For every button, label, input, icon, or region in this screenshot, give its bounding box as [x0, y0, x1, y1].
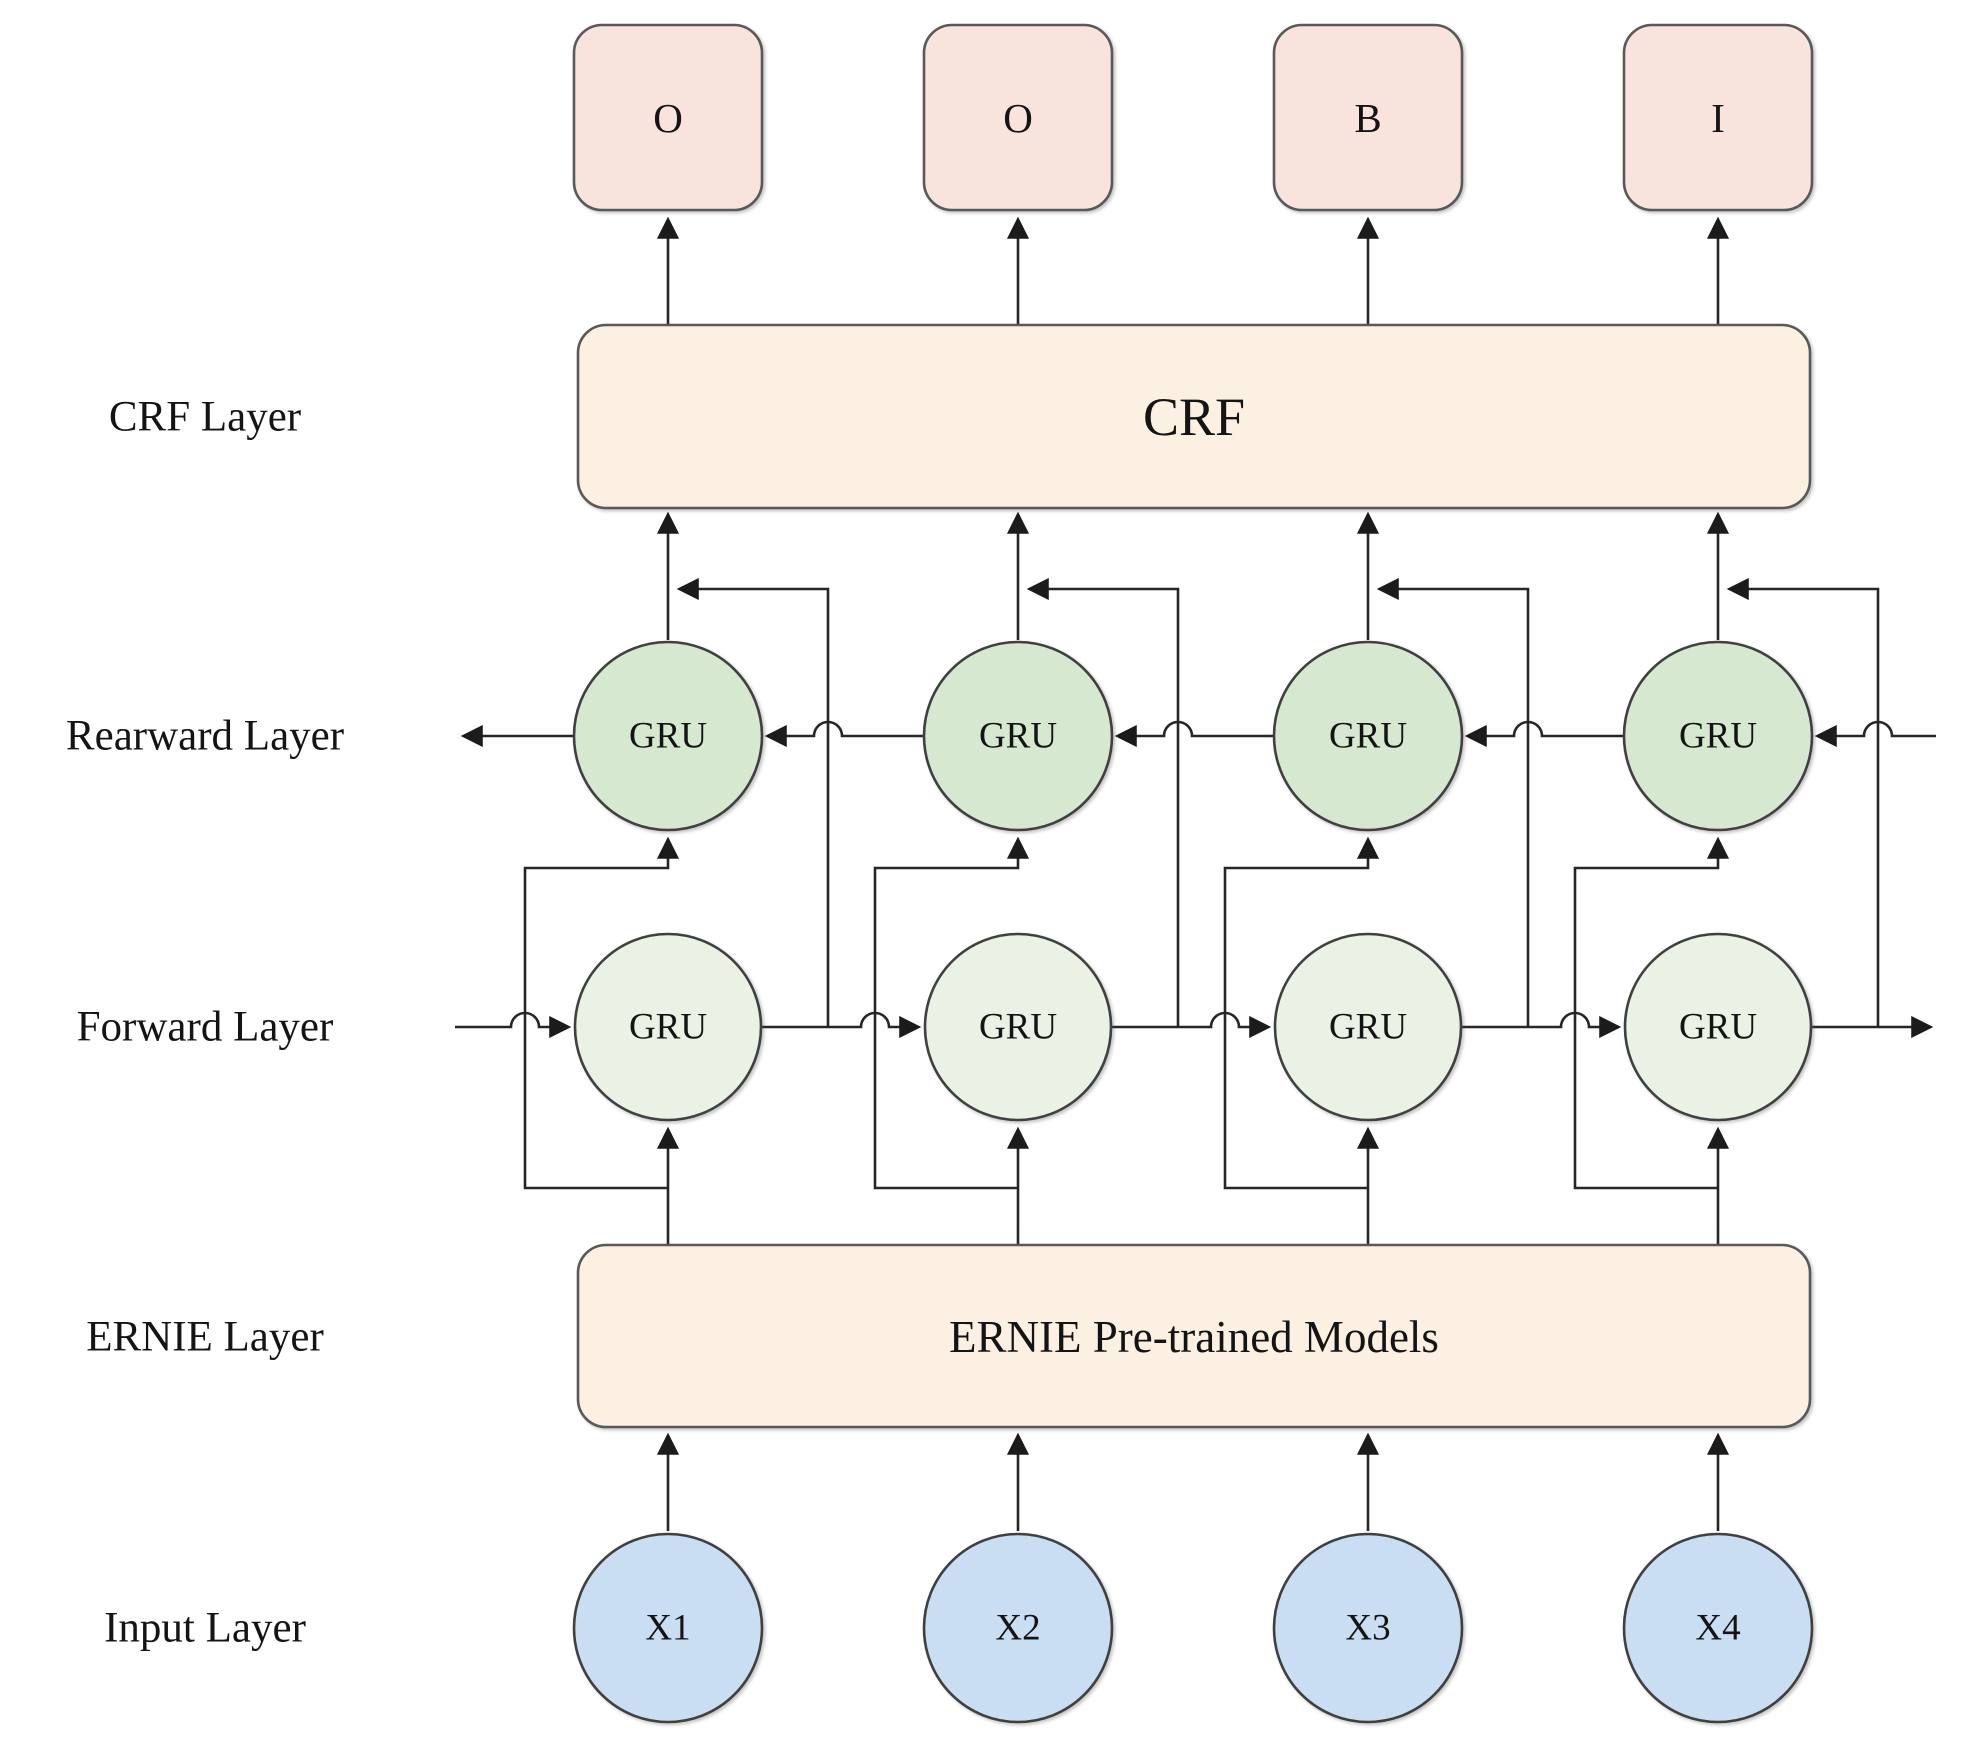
- forward-gru-circle-2: [923, 932, 1113, 1122]
- rearward-gru-circle-4: [1622, 640, 1814, 832]
- forward-gru-circle-3: [1273, 932, 1463, 1122]
- crf-box: CRF: [576, 323, 1812, 510]
- ernie-box: ERNIE Pre-trained Models: [576, 1243, 1812, 1429]
- input-node-4: X4: [1622, 1532, 1814, 1724]
- output-tag-1: O: [572, 23, 764, 212]
- rearward-chain-segment-2to1: [764, 720, 924, 748]
- input-node-label-2: X2: [995, 1608, 1040, 1649]
- output-tag-2: O: [922, 23, 1114, 212]
- rearward-chain-segment-3to2: [1114, 720, 1274, 748]
- ernie-to-rearward-branch-4: [1573, 836, 1730, 1190]
- rearward-gru-circle-1: [572, 640, 764, 832]
- rearward-gru-label-3: GRU: [1329, 716, 1407, 757]
- input-node-circle-4: [1622, 1532, 1814, 1724]
- forward-chain-segment-3to4: [1462, 1011, 1622, 1039]
- forward-gru-label-2: GRU: [979, 1007, 1057, 1048]
- ernie-to-rearward-branch-3: [1223, 836, 1380, 1190]
- layer-label-crf: CRF Layer: [109, 394, 301, 441]
- layer-label-rearward: Rearward Layer: [66, 713, 344, 760]
- input-node-label-1: X1: [645, 1608, 690, 1649]
- forward-output-riser-1: [676, 577, 830, 1027]
- output-tag-label-3: B: [1354, 95, 1381, 141]
- output-tag-box-4: [1622, 23, 1814, 212]
- input-node-label-4: X4: [1695, 1608, 1740, 1649]
- rearward-gru-circle-2: [922, 640, 1114, 832]
- layer-label-forward: Forward Layer: [77, 1004, 334, 1051]
- crf-box-label: CRF: [1143, 387, 1245, 447]
- input-node-label-3: X3: [1345, 1608, 1390, 1649]
- forward-gru-4: GRU: [1623, 932, 1813, 1122]
- forward-output-riser-2: [1026, 577, 1180, 1027]
- layer-label-input: Input Layer: [104, 1605, 306, 1652]
- forward-gru-1: GRU: [573, 932, 763, 1122]
- rearward-gru-label-1: GRU: [629, 716, 707, 757]
- forward-gru-label-4: GRU: [1679, 1007, 1757, 1048]
- output-tag-label-2: O: [1003, 95, 1033, 141]
- output-tag-label-1: O: [653, 95, 683, 141]
- forward-chain-segment-2to3: [1112, 1011, 1272, 1039]
- output-tag-4: I: [1622, 23, 1814, 212]
- rearward-gru-4: GRU: [1622, 640, 1814, 832]
- forward-gru-2: GRU: [923, 932, 1113, 1122]
- input-node-3: X3: [1272, 1532, 1464, 1724]
- layer-label-ernie: ERNIE Layer: [86, 1314, 324, 1361]
- forward-gru-label-3: GRU: [1329, 1007, 1407, 1048]
- rearward-gru-label-2: GRU: [979, 716, 1057, 757]
- input-node-circle-2: [922, 1532, 1114, 1724]
- forward-gru-circle-1: [573, 932, 763, 1122]
- input-node-circle-1: [572, 1532, 764, 1724]
- ernie-box-rect: [576, 1243, 1812, 1429]
- forward-chain-segment-1to2: [762, 1011, 922, 1039]
- connectors: [455, 216, 1936, 1531]
- layer-labels: CRF Layer Rearward Layer Forward Layer E…: [66, 394, 344, 1652]
- output-tag-box-2: [922, 23, 1114, 212]
- ernie-to-rearward-branch-1: [523, 836, 680, 1190]
- forward-gru-circle-4: [1623, 932, 1813, 1122]
- rearward-gru-1: GRU: [572, 640, 764, 832]
- rearward-gru-label-4: GRU: [1679, 716, 1757, 757]
- output-tag-label-4: I: [1711, 95, 1725, 141]
- rearward-chain-in-right: [1814, 720, 1936, 748]
- rearward-gru-circle-3: [1272, 640, 1464, 832]
- input-node-circle-3: [1272, 1532, 1464, 1724]
- ernie-box-label: ERNIE Pre-trained Models: [949, 1312, 1439, 1362]
- ernie-to-rearward-branch-2: [873, 836, 1030, 1190]
- crf-box-rect: [576, 323, 1812, 510]
- output-tag-box-3: [1272, 23, 1464, 212]
- forward-output-riser-4: [1726, 577, 1880, 1027]
- forward-gru-3: GRU: [1273, 932, 1463, 1122]
- forward-chain-in-left: [455, 1011, 572, 1039]
- rearward-gru-3: GRU: [1272, 640, 1464, 832]
- input-node-1: X1: [572, 1532, 764, 1724]
- output-tag-3: B: [1272, 23, 1464, 212]
- rearward-chain-segment-4to3: [1464, 720, 1624, 748]
- forward-output-riser-3: [1376, 577, 1530, 1027]
- output-tag-box-1: [572, 23, 764, 212]
- input-node-2: X2: [922, 1532, 1114, 1724]
- rearward-gru-2: GRU: [922, 640, 1114, 832]
- forward-gru-label-1: GRU: [629, 1007, 707, 1048]
